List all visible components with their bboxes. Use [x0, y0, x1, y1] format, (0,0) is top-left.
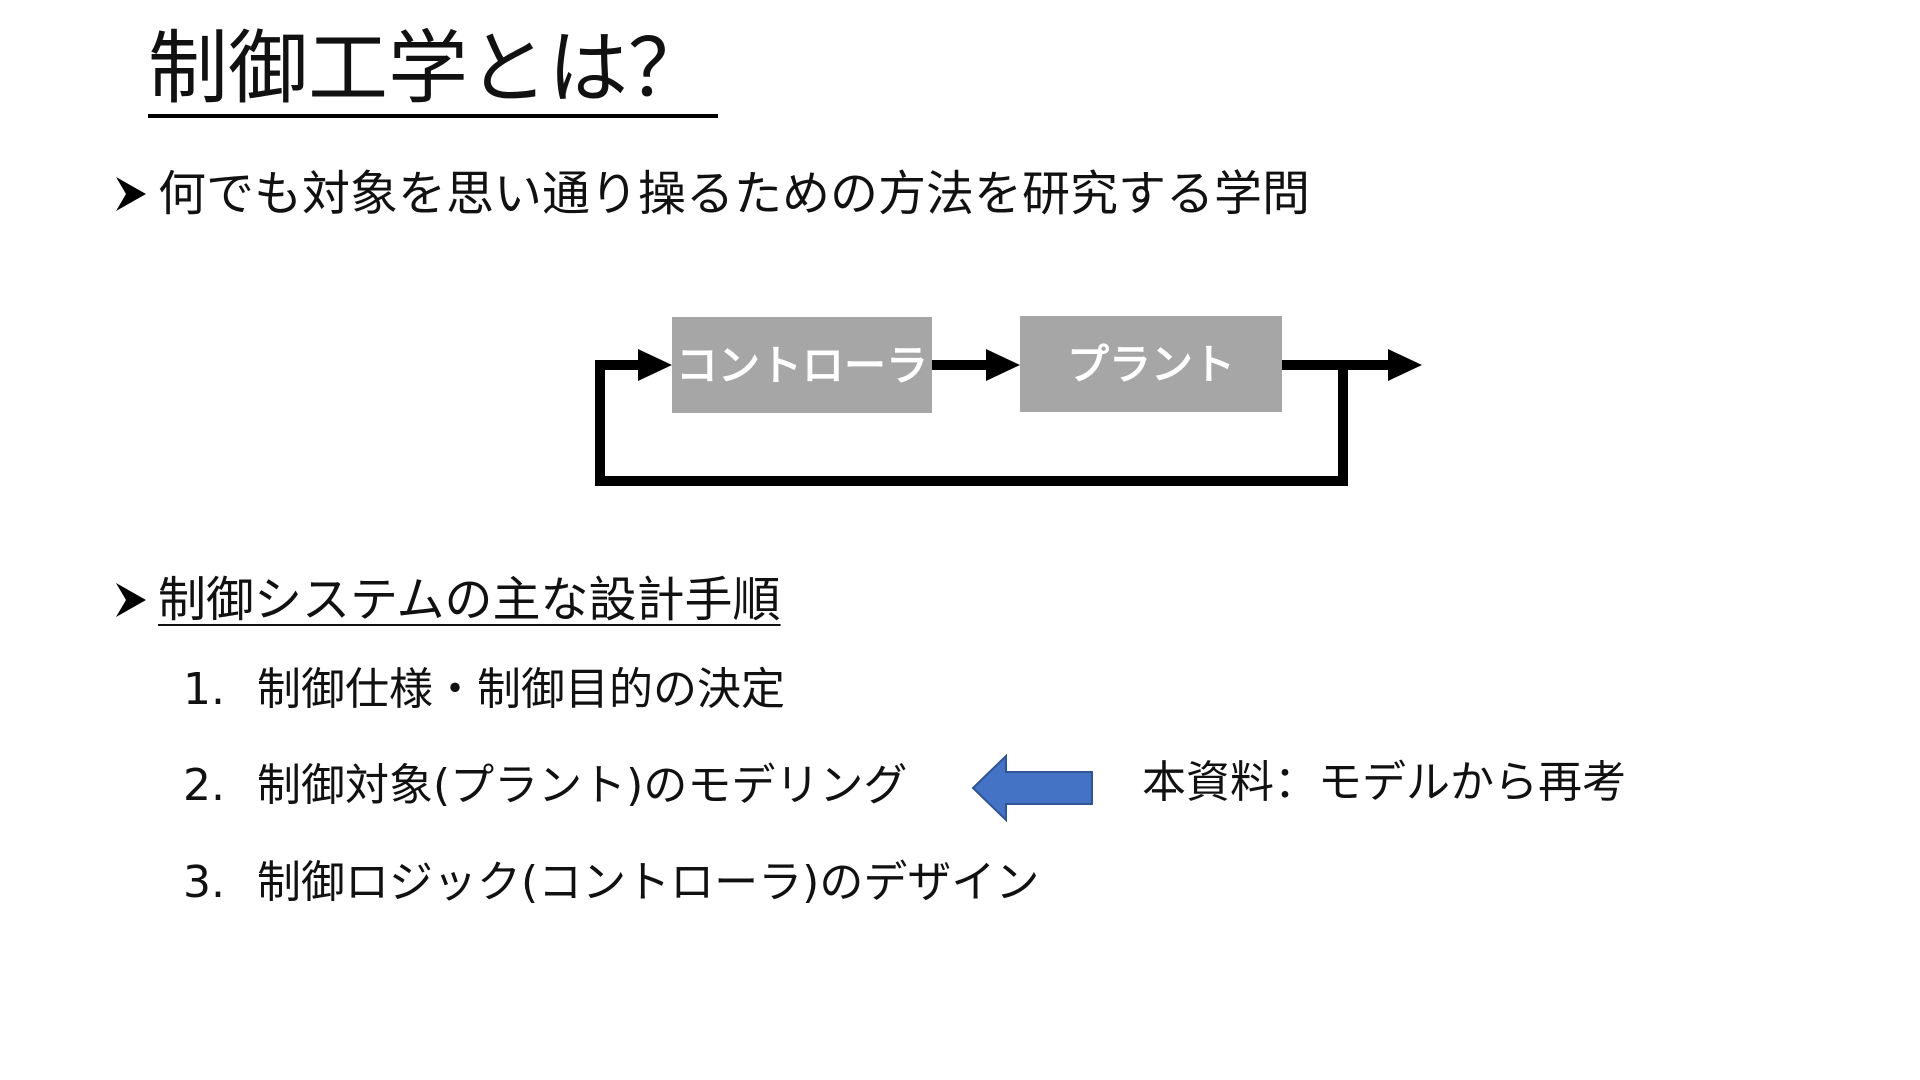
step-item: 2. 制御対象(プラント)のモデリング — [183, 758, 907, 814]
bullet-design-steps: 制御システムの主な設計手順 — [112, 570, 781, 630]
step-item: 3. 制御ロジック(コントローラ)のデザイン — [183, 855, 1039, 911]
step-text: 制御ロジック(コントローラ)のデザイン — [257, 857, 1040, 908]
bullet-arrow-icon — [116, 583, 146, 617]
left-arrow-icon — [971, 753, 1093, 823]
reference-note: 本資料：モデルから再考 — [1142, 757, 1626, 808]
plant-label: プラント — [1067, 340, 1235, 389]
feedback-arrowhead — [638, 349, 672, 381]
plant-block — [1020, 316, 1282, 412]
controller-to-plant-arrowhead — [986, 349, 1020, 381]
output-arrowhead — [1388, 349, 1422, 381]
step-number: 3. — [183, 857, 225, 908]
slide-title: 制御工学とは？ — [148, 18, 718, 118]
controller-label: コントローラ — [676, 341, 928, 390]
step-item: 1. 制御仕様・制御目的の決定 — [183, 662, 785, 718]
bullet-definition-text: 何でも対象を思い通り操るための方法を研究する学問 — [158, 166, 1311, 222]
step-number: 1. — [183, 664, 225, 715]
step-text: 制御仕様・制御目的の決定 — [257, 664, 785, 715]
bullet-arrow-icon — [116, 177, 146, 211]
bullet-definition: 何でも対象を思い通り操るための方法を研究する学問 — [112, 164, 1310, 224]
step-number: 2. — [183, 760, 225, 811]
slide-title-text: 制御工学とは？ — [148, 22, 708, 115]
bullet-design-steps-text: 制御システムの主な設計手順 — [158, 572, 781, 628]
step-text: 制御対象(プラント)のモデリング — [257, 760, 908, 811]
controller-block — [672, 317, 932, 413]
